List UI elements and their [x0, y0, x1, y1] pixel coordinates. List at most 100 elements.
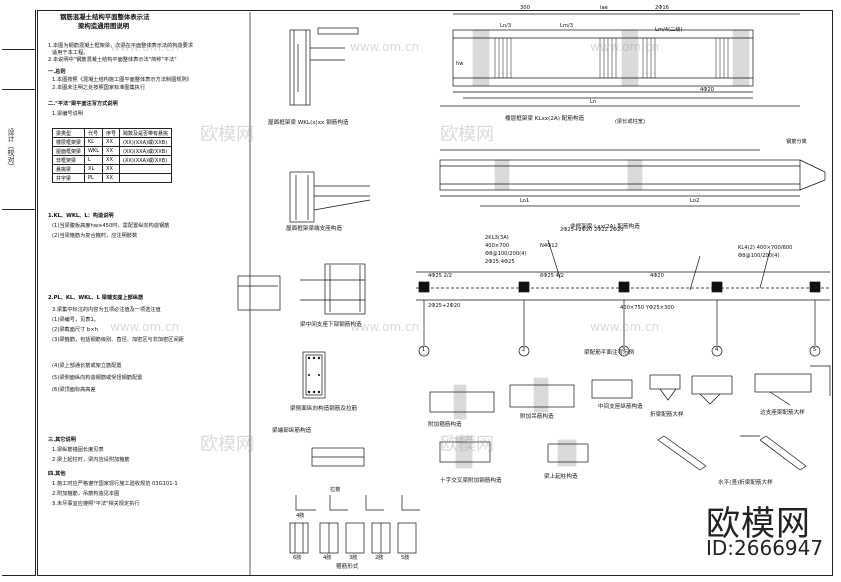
- note-line: 2.本说明中"钢筋混凝土结构平面整体表示法"简称"平法": [48, 57, 177, 63]
- sheet-title: 钢筋混凝土结构平面整体表示法: [60, 13, 150, 21]
- table-cell: PL: [84, 173, 104, 183]
- beam-label: Ln: [590, 99, 597, 105]
- beam-label: Lo1: [520, 198, 530, 204]
- table-cell: 楼层框架梁: [51, 137, 86, 147]
- watermark-brand: 欧模网: [200, 434, 254, 455]
- beam-label: 2Φ16: [655, 5, 669, 11]
- note-heading: 1.KL、WKL、L：构造说明: [48, 213, 114, 219]
- watermark-brand-large: 欧模网: [706, 504, 811, 544]
- note-line: 2.本图未注明之处按照国家标准图集执行: [52, 85, 146, 91]
- detail-caption: 附加箍筋构造: [428, 422, 462, 428]
- watermark-text: www.om.cn: [350, 40, 420, 54]
- stirrup-label: 拉筋: [330, 487, 341, 493]
- table-cell: (XX)(XXA)或(XXB): [119, 137, 173, 147]
- detail-caption: 梁侧面纵向构造钢筋及拉筋: [290, 406, 358, 412]
- note-heading: 三.其它说明: [48, 437, 76, 443]
- table-cell: L: [84, 155, 104, 165]
- beam-label: lae: [600, 5, 608, 11]
- note-line: 1.施工时应严格遵守国家现行施工验收规范 03G101-1: [52, 481, 178, 487]
- table-cell: XX: [102, 155, 121, 165]
- detail-caption: 中间支座纵筋构造: [598, 404, 643, 410]
- note-line: (1)梁编号，见表1。: [52, 317, 99, 323]
- beam-label: 2Φ25+2Φ20: [428, 303, 461, 309]
- note-heading: 四.其他: [48, 471, 66, 477]
- watermark-brand: 欧模网: [440, 124, 494, 145]
- title-strip-cell: [2, 50, 36, 90]
- note-line: 1.梁纵筋锚固长度见表: [52, 447, 104, 453]
- title-strip-cell: [2, 10, 36, 50]
- stirrup-label: 2肢: [375, 555, 384, 561]
- beam-label: Lm/3: [560, 23, 573, 29]
- note-line: 2.附加箍筋，吊筋构造见本图: [52, 491, 120, 497]
- note-line: (1)当梁腹板高度hw≥450时，需配置纵向构造钢筋: [52, 223, 170, 229]
- detail-caption: 非框架梁 Lxx(2A) 配筋构造: [570, 224, 640, 230]
- table-cell: XL: [84, 164, 104, 174]
- title-strip-cell: [2, 210, 36, 576]
- watermark-brand: 欧模网: [200, 124, 254, 145]
- beam-label: (梁长或柱宽): [615, 119, 645, 125]
- beam-label: Φ8@100/200(4): [738, 253, 780, 259]
- detail-caption: 楼层框架梁 KLxx(2A) 配筋构造: [505, 116, 585, 122]
- beam-label: Ln/3: [500, 23, 512, 29]
- table-cell: 梁类型: [51, 128, 86, 138]
- table-cell: KL: [84, 137, 104, 147]
- watermark-text: www.om.cn: [350, 320, 420, 334]
- note-line: 3.未尽事宜应遵照"平法"相关规定执行: [52, 501, 140, 507]
- beam-label: 4Φ20: [700, 87, 714, 93]
- detail-caption: 十字交叉梁附加钢筋构造: [440, 478, 502, 484]
- stirrup-label: 3肢: [349, 555, 358, 561]
- beam-label: 400×750 YΦ25×300: [620, 305, 674, 311]
- beam-label: 4Φ25 2/2: [428, 273, 452, 279]
- detail-caption: 折梁配筋大样: [650, 412, 684, 418]
- table-cell: (XX)(XXA)或(XXB): [119, 146, 173, 156]
- table-cell: 非框架梁: [51, 155, 86, 165]
- table-cell: XX: [102, 137, 121, 147]
- beam-label: KL4(2) 400×700/600: [738, 245, 793, 251]
- image-id: ID:2666947: [706, 536, 824, 560]
- beam-label: 2KL3(3A): [485, 235, 509, 241]
- grid-label: 1: [422, 347, 426, 353]
- beam-label: Lm/4(二级): [655, 27, 683, 33]
- table-row: 梁类型代号序号跨数及是否带有悬挑: [51, 128, 173, 138]
- stirrup-label: 5肢: [401, 555, 410, 561]
- title-strip: 设计（校对）: [2, 10, 36, 576]
- note-heading: 2.PL、KL、WKL、L 梁端支座上部纵筋: [48, 295, 144, 301]
- watermark-text: www.om.cn: [590, 40, 660, 54]
- grid-label: 2: [522, 347, 526, 353]
- table-cell: (XX)(XXA)或(XXB): [119, 155, 173, 165]
- table-cell: XX: [102, 173, 121, 183]
- note-line: 1.本图为钢筋混凝土框架梁、次梁在平面整体表示法的构造要求: [48, 43, 194, 49]
- detail-caption: 梁中间支座下部钢筋构造: [300, 322, 362, 328]
- detail-caption: 箍筋形式: [336, 564, 359, 570]
- note-line: 2.梁上起柱时，梁内应设附加箍筋: [52, 457, 130, 463]
- detail-caption: 水平(竖)折梁配筋大样: [718, 480, 773, 486]
- beam-label: 300: [520, 5, 530, 11]
- table-cell: 代号: [84, 128, 104, 138]
- grid-label: 5: [813, 347, 817, 353]
- beam-label: N4Φ12: [540, 243, 558, 249]
- note-line: (5)梁侧面纵向构造钢筋或受扭钢筋配置: [52, 375, 143, 381]
- watermark-text: www.om.cn: [590, 320, 660, 334]
- title-strip-label: 设计（校对）: [7, 128, 15, 170]
- drawing-border: [37, 10, 833, 576]
- table-cell: [119, 173, 173, 183]
- detail-caption: 屋面框架梁 WKL(x)xx 钢筋构造: [268, 120, 349, 126]
- table-cell: XX: [102, 146, 121, 156]
- stirrup-label: 6肢: [293, 555, 302, 561]
- detail-caption: 梁配筋平面注写示例: [584, 350, 635, 356]
- note-line: (3)梁箍筋，包括钢筋级别、直径、加密区与非加密区间距: [52, 337, 184, 343]
- stirrup-label: 4肢: [296, 513, 305, 519]
- detail-caption: 梁端部纵筋构造: [272, 428, 312, 434]
- beam-label: hw: [456, 61, 464, 67]
- watermark-brand: 欧模网: [440, 434, 494, 455]
- beam-label: 2Φ25+2Φ20 2Φ22 2Φ20: [560, 227, 624, 233]
- detail-caption: 梁上起柱构造: [544, 474, 578, 480]
- detail-caption: 屋面框架梁端支座构造: [286, 226, 342, 232]
- note-line: 适用于本工程。: [52, 50, 89, 56]
